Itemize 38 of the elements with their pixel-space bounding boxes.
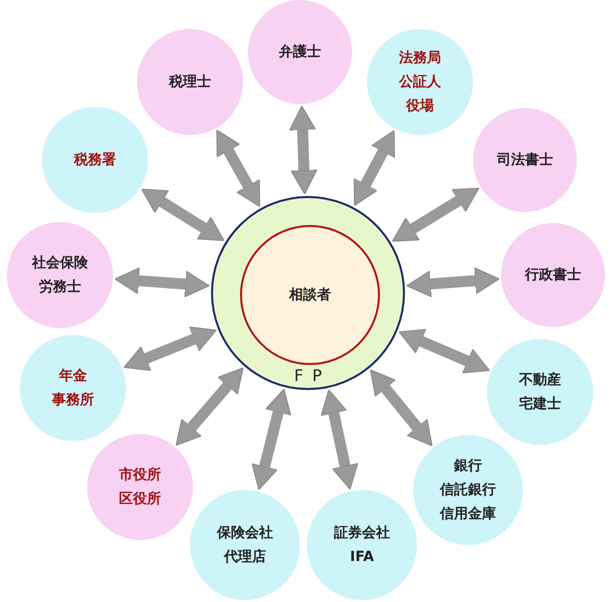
double-arrow bbox=[252, 388, 292, 490]
node-label: 税理士 bbox=[169, 73, 211, 92]
double-arrow bbox=[320, 389, 358, 490]
node-label: 宅建士 bbox=[519, 394, 561, 414]
node-label: 事務所 bbox=[52, 391, 94, 410]
double-arrow bbox=[176, 367, 244, 446]
node-label: 保険会社 bbox=[217, 524, 273, 543]
node-label: 税務署 bbox=[74, 151, 116, 170]
double-arrow bbox=[406, 267, 500, 298]
node-label: 信託銀行 bbox=[440, 481, 496, 500]
node-label: 信用金庫 bbox=[440, 504, 496, 524]
node-label: 証券会社 bbox=[334, 524, 390, 543]
node-label: 公証人 bbox=[399, 73, 441, 92]
node-label: 司法書士 bbox=[497, 151, 553, 170]
node-label: FP bbox=[293, 366, 331, 386]
double-arrow bbox=[216, 130, 260, 208]
double-arrow bbox=[114, 267, 210, 298]
double-arrow bbox=[392, 188, 480, 242]
double-arrow bbox=[398, 328, 490, 374]
node-label: 弁護士 bbox=[279, 43, 321, 62]
node-label: 年金 bbox=[59, 367, 87, 386]
node-label: 法務局 bbox=[399, 49, 441, 68]
node-label: 不動産 bbox=[519, 370, 561, 390]
node-label: 市役所 bbox=[119, 466, 161, 485]
double-arrow bbox=[370, 369, 433, 446]
double-arrow bbox=[141, 188, 225, 242]
node-label: 相談者 bbox=[289, 286, 331, 305]
node-label: 行政書士 bbox=[525, 266, 581, 285]
node-label: 区役所 bbox=[119, 490, 161, 509]
node-label: 銀行 bbox=[454, 457, 482, 476]
node-label: IFA bbox=[350, 548, 374, 567]
node-label: 役場 bbox=[406, 97, 434, 116]
node-label: 代理店 bbox=[224, 548, 266, 567]
double-arrow bbox=[354, 130, 395, 206]
double-arrow bbox=[124, 326, 217, 371]
node-label: 社会保険 bbox=[32, 254, 88, 273]
node-label: 労務士 bbox=[39, 278, 81, 297]
double-arrow bbox=[289, 105, 318, 195]
